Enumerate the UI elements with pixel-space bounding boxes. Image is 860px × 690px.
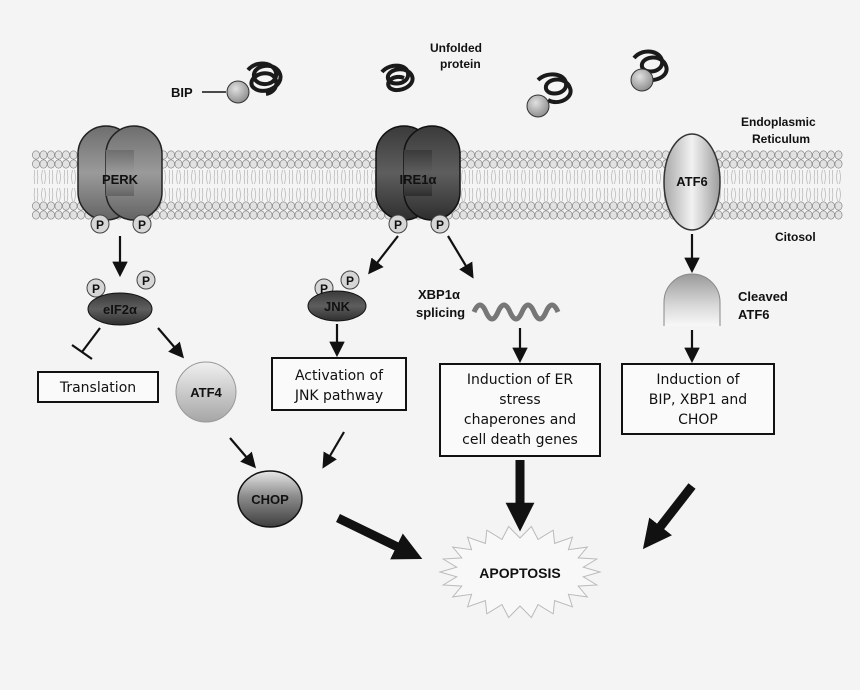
atf4-node: ATF4 [175,361,237,423]
er-label-2: Reticulum [752,132,810,146]
er-box-line-3: chaperones and [464,412,576,428]
perk-receptor: PERK [77,125,163,221]
perk-label: PERK [102,172,139,187]
cleaved-atf6-label-2: ATF6 [738,307,770,322]
phospho-groups [86,214,450,298]
pathway-arrows [112,234,700,469]
eif2a-node: eIF2α [87,292,153,326]
bip-ball [226,80,250,104]
eif2a-label: eIF2α [103,302,137,317]
phospho-label: P [394,218,402,232]
unfolded-protein-label-2: protein [440,57,481,71]
er-stress-box: Induction of ER stress chaperones and ce… [439,363,601,457]
unfolded-protein-coil-3 [536,72,573,105]
unfolded-protein-label-1: Unfolded [430,41,482,55]
unfolded-protein-coil-1 [246,61,283,96]
bip-ball-bound-2 [630,68,654,92]
unfolded-protein-coil-2 [380,63,415,93]
apoptosis-arrows [336,460,696,560]
er-box-line-1: Induction of ER [467,372,574,388]
inhibition-line [71,327,101,360]
apoptosis-burst: APOPTOSIS [438,525,602,619]
phospho-label: P [142,274,150,288]
atf4-label: ATF4 [190,385,222,400]
cleaved-atf6-node [663,273,721,326]
atf6-box-line-3: CHOP [678,412,718,428]
translation-box: Translation [37,371,159,403]
ire1-receptor: IRE1α [375,125,461,221]
translation-box-line: Translation [59,380,136,396]
jnk-node: JNK [307,290,367,322]
er-label-1: Endoplasmic [741,115,816,129]
xbp1-label-2: splicing [416,305,465,320]
xbp1-label-1: XBP1α [418,287,460,302]
bip-label: BIP [171,85,193,100]
bip-ball-bound [526,94,550,118]
atf6-receptor: ATF6 [663,133,721,231]
phospho-label: P [96,218,104,232]
er-box-line-4: cell death genes [462,432,578,448]
chop-node: CHOP [237,470,303,528]
apoptosis-label: APOPTOSIS [479,565,560,581]
citosol-label: Citosol [775,230,816,244]
phospho-label: P [138,218,146,232]
atf6-targets-box: Induction of BIP, XBP1 and CHOP [621,363,775,435]
jnk-box-line-1: Activation of [295,368,384,384]
unfolded-protein-coil-4 [632,49,669,83]
jnk-label: JNK [324,299,351,314]
ire1-label: IRE1α [400,172,437,187]
atf6-label: ATF6 [676,174,708,189]
jnk-pathway-box: Activation of JNK pathway [271,357,407,411]
cleaved-atf6-label-1: Cleaved [738,289,788,304]
er-box-line-2: stress [499,392,540,408]
xbp1-mrna-wave [471,302,561,322]
chop-label: CHOP [251,492,289,507]
atf6-box-line-1: Induction of [656,372,740,388]
phospho-label: P [436,218,444,232]
phospho-label: P [92,282,100,296]
phospho-label: P [320,282,328,296]
jnk-box-line-2: JNK pathway [294,388,383,404]
atf6-box-line-2: BIP, XBP1 and [649,392,747,408]
phospho-label: P [346,274,354,288]
